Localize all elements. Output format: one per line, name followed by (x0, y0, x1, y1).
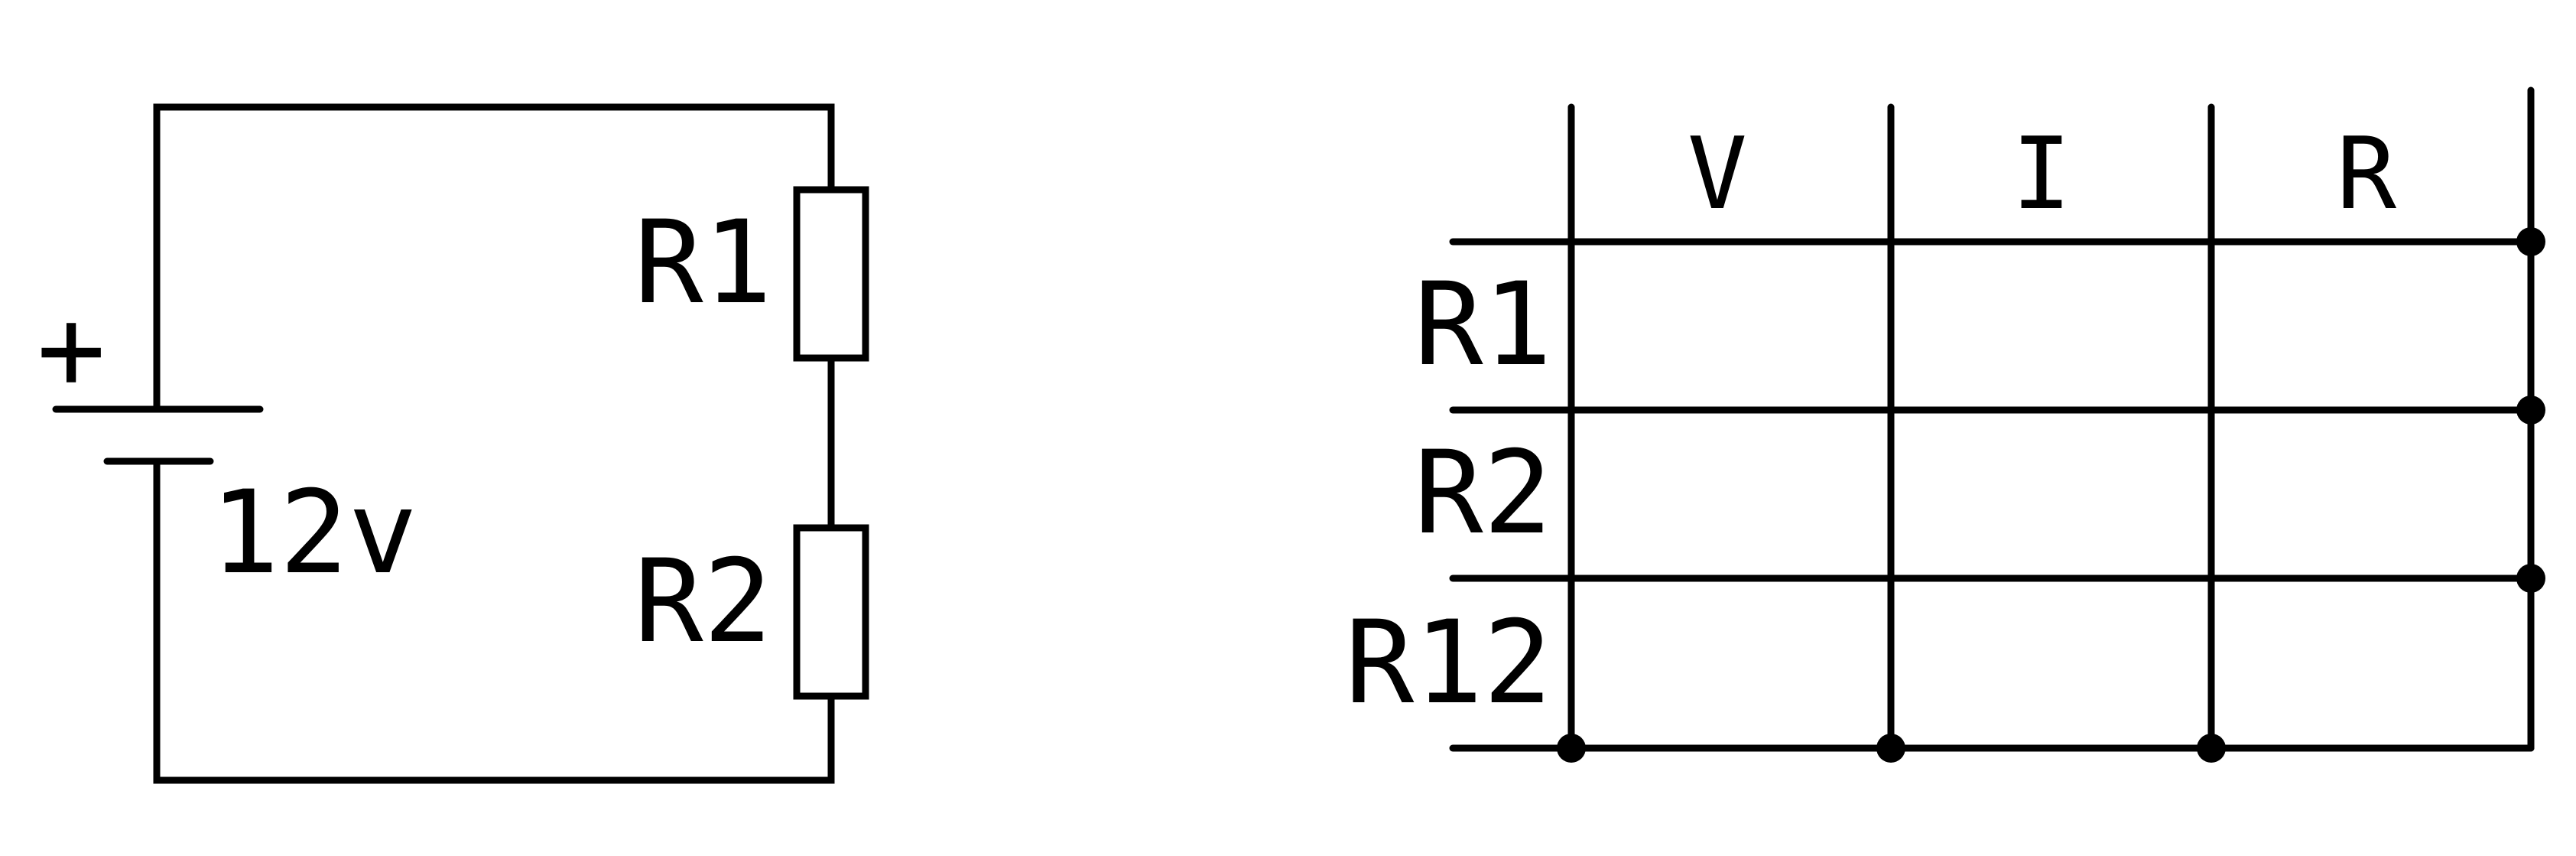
junction-dot (2516, 395, 2545, 425)
row-header-r1: R1 (1414, 259, 1552, 392)
polarity-plus-label: + (37, 283, 106, 416)
junction-dot (2516, 564, 2545, 593)
wire-bottom (153, 457, 835, 784)
resistor-r2-label: R2 (634, 535, 772, 669)
junction-dot (1557, 734, 1586, 763)
row-header-r12: R12 (1345, 597, 1552, 730)
column-header-v: V (1688, 116, 1747, 232)
series-circuit: + 12v R1 R2 (37, 103, 869, 784)
battery-voltage-label: 12v (210, 467, 417, 600)
wire-top (153, 103, 835, 413)
resistor-r1-label: R1 (634, 197, 772, 330)
junction-dot (2197, 734, 2226, 763)
vir-table: V I R R1 R2 R12 (1345, 86, 2545, 763)
junction-dot (2516, 227, 2545, 256)
column-header-i: I (2012, 116, 2071, 232)
resistor-r2 (793, 524, 869, 700)
resistor-r1 (793, 186, 869, 362)
column-header-r: R (2337, 116, 2397, 232)
row-header-r2: R2 (1414, 427, 1552, 560)
junction-dot (1876, 734, 1905, 763)
